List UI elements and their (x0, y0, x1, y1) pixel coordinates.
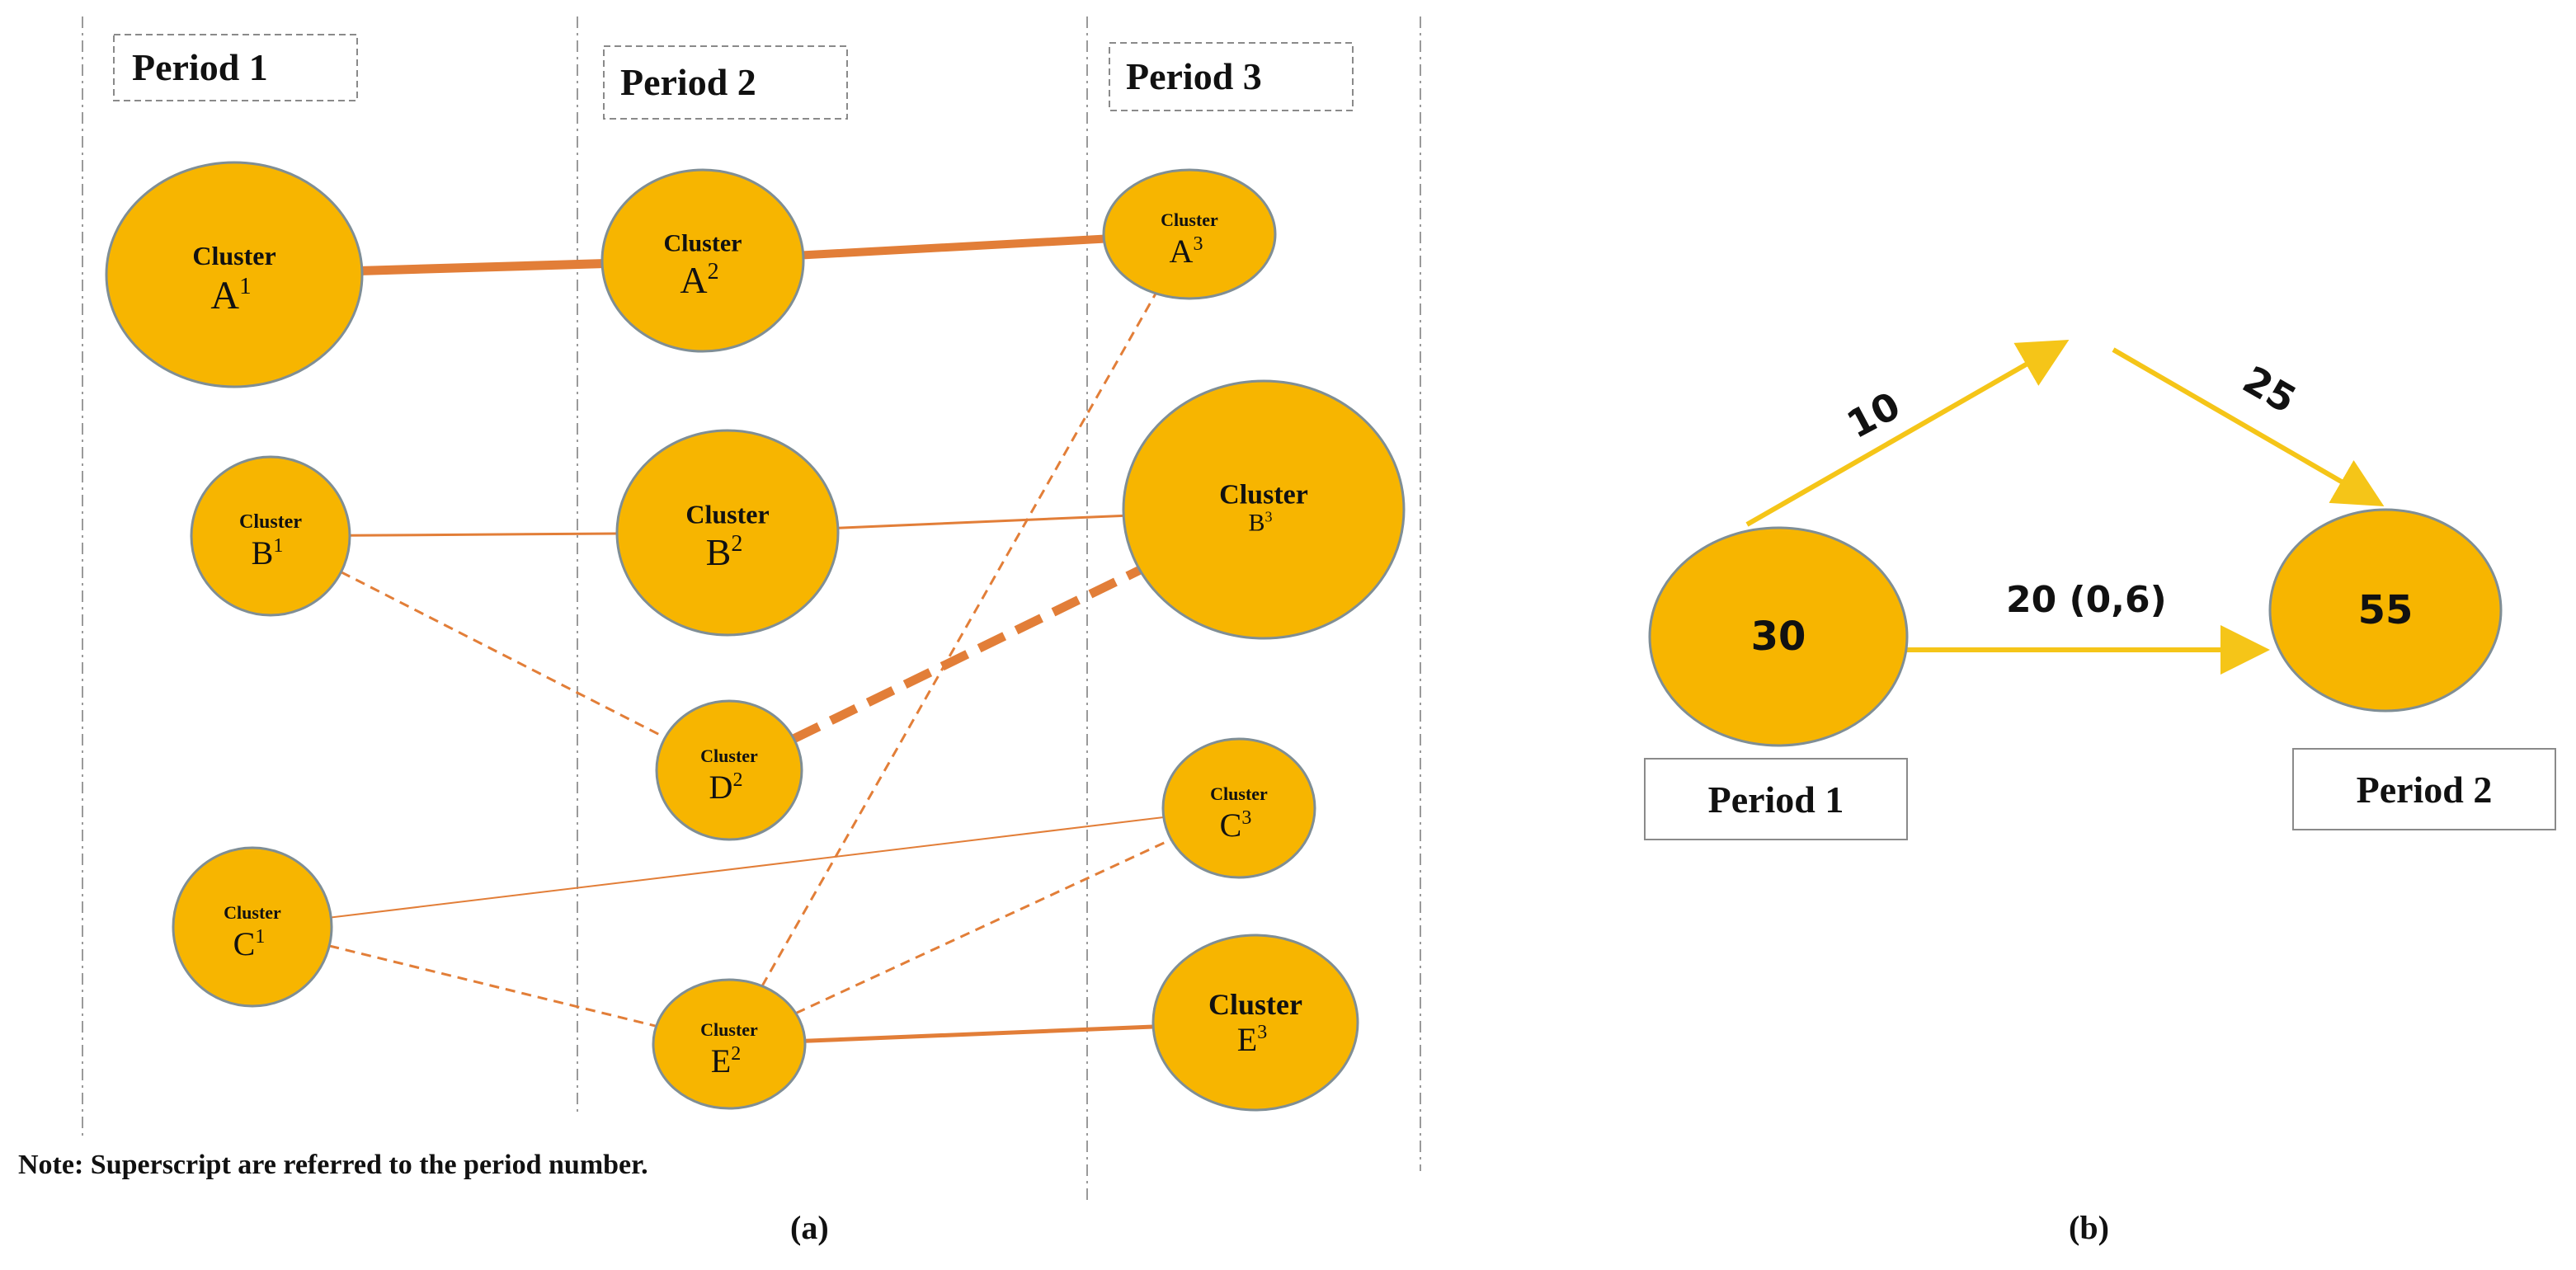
link-e2-e3 (804, 1024, 1154, 1043)
cluster-letter: B1 (252, 534, 284, 572)
cluster-circle (615, 429, 840, 637)
cluster-circle (655, 699, 803, 841)
link-e2-c3 (795, 838, 1172, 1014)
cluster-circle (1122, 379, 1406, 640)
node-period-2: 55 (2268, 508, 2503, 713)
cluster-circle (105, 161, 364, 388)
link-c1-c3 (331, 816, 1164, 919)
period-label: Period 1 (132, 46, 268, 88)
cluster-letter: E3 (1237, 1021, 1267, 1058)
link-d2-b3 (791, 566, 1142, 743)
link-b2-b3 (837, 514, 1124, 529)
cluster-word: Cluster (700, 1019, 758, 1040)
period-header-3: Period 3 (1109, 42, 1354, 111)
cluster-letter: C3 (1220, 807, 1252, 844)
cluster-letter: D2 (709, 769, 743, 806)
link-b1-d2 (340, 571, 666, 739)
period-box-right: Period 2 (2292, 748, 2556, 830)
node-period-1: 30 (1648, 526, 1909, 747)
cluster-word: Cluster (239, 511, 302, 533)
cluster-letter: C1 (233, 925, 266, 962)
panel-b: 10 25 20 (0,6) 30 55 Period 1 Period 2 (… (1644, 340, 2556, 1246)
cluster-word: Cluster (700, 746, 758, 766)
cluster-nodes: ClusterA1ClusterB1ClusterC1ClusterA2Clus… (105, 161, 1406, 1112)
cluster-circle (1102, 168, 1277, 300)
cluster-circle (652, 978, 807, 1110)
edge-label-down: 25 (2235, 357, 2303, 422)
cluster-word: Cluster (685, 500, 769, 529)
link-e2-a3 (761, 293, 1157, 987)
period-label: Period 2 (620, 61, 756, 103)
period-label: Period 1 (1708, 778, 1844, 821)
cluster-word: Cluster (1161, 209, 1218, 230)
edge-label-direct: 20 (0,6) (2006, 579, 2167, 621)
panel-a: Period 1 Period 2 Period 3 ClusterA1Clus… (18, 16, 1421, 1246)
cluster-circle (190, 455, 351, 617)
period-header-2: Period 2 (603, 45, 848, 120)
cluster-circle (1151, 934, 1359, 1112)
cluster-links (328, 234, 1172, 1043)
cluster-letter: A1 (210, 273, 251, 318)
cluster-word: Cluster (1208, 988, 1302, 1021)
period-header-1: Period 1 (113, 34, 358, 101)
period-label: Period 3 (1126, 55, 1262, 97)
panel-caption-a: (a) (790, 1209, 829, 1246)
cluster-letter: A3 (1170, 233, 1203, 270)
link-c1-e2 (328, 944, 657, 1028)
cluster-circle (172, 846, 333, 1008)
link-a2-a3 (803, 234, 1104, 260)
cluster-letter: B3 (1248, 509, 1272, 537)
node-value: 55 (2358, 587, 2414, 633)
cluster-word: Cluster (224, 902, 281, 923)
cluster-word: Cluster (1219, 480, 1308, 510)
cluster-circle (1161, 737, 1316, 879)
cluster-word: Cluster (1210, 783, 1268, 804)
arrow-down (2112, 347, 2385, 507)
cluster-letter: E2 (711, 1042, 741, 1080)
node-value: 30 (1751, 614, 1806, 660)
cluster-letter: B2 (706, 531, 743, 573)
link-b1-b2 (349, 532, 618, 537)
cluster-word: Cluster (192, 241, 275, 270)
cluster-word: Cluster (664, 230, 742, 257)
link-a1-a2 (361, 259, 603, 275)
figure-note: Note: Superscript are referred to the pe… (18, 1150, 648, 1180)
panel-caption-b: (b) (2069, 1209, 2109, 1246)
arrow-up (1745, 340, 2070, 527)
cluster-circle (600, 168, 805, 353)
period-label: Period 2 (2357, 769, 2493, 811)
cluster-letter: A2 (680, 259, 718, 301)
period-box-left: Period 1 (1644, 758, 1908, 840)
